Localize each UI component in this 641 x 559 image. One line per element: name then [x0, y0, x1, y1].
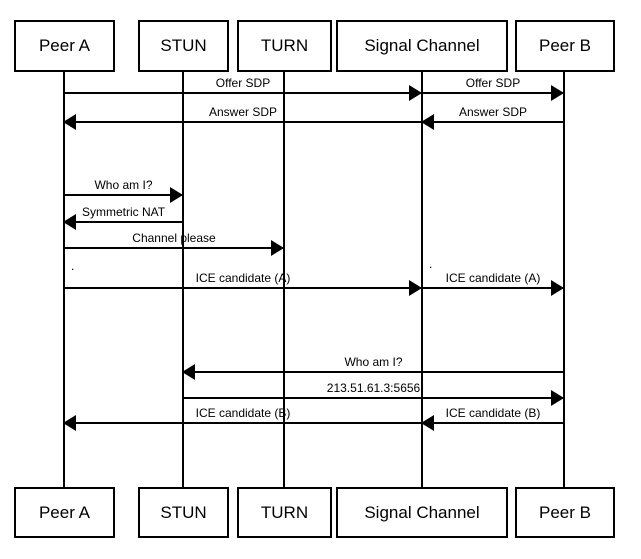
arrowhead-right-icon: [551, 85, 564, 101]
arrowhead-left-icon: [421, 114, 434, 130]
actor-box-top-stun: STUN: [138, 20, 229, 72]
actor-box-top-turn: TURN: [237, 20, 332, 72]
actor-box-top-peer-b: Peer B: [515, 20, 615, 72]
lifeline-signal-channel: [421, 72, 423, 487]
message-label: Offer SDP: [465, 76, 521, 90]
ellipsis-dot: .: [71, 259, 75, 273]
message-label: ICE candidate (A): [195, 271, 291, 285]
arrowhead-right-icon: [409, 85, 422, 101]
message-label: ICE candidate (B): [445, 406, 541, 420]
message-label: Symmetric NAT: [81, 205, 166, 219]
message-label: Offer SDP: [215, 76, 271, 90]
message-line-signal-channel-to-peer-b: [422, 92, 564, 94]
arrowhead-right-icon: [551, 390, 564, 406]
lifeline-peer-a: [63, 72, 65, 487]
message-label: Answer SDP: [458, 105, 528, 119]
message-label: Who am I?: [94, 178, 153, 192]
message-line-peer-b-to-signal-channel: [422, 422, 564, 424]
actor-box-top-peer-a: Peer A: [14, 20, 115, 72]
message-label: Answer SDP: [208, 105, 278, 119]
message-line-signal-channel-to-peer-a: [64, 121, 422, 123]
message-line-peer-b-to-stun: [183, 371, 564, 373]
ellipsis-dot: .: [429, 257, 433, 271]
arrowhead-left-icon: [182, 364, 195, 380]
message-line-peer-a-to-turn: [64, 247, 284, 249]
arrowhead-left-icon: [63, 415, 76, 431]
arrowhead-left-icon: [63, 114, 76, 130]
message-label: Channel please: [132, 231, 216, 245]
message-line-stun-to-peer-a: [64, 221, 183, 223]
message-label: Who am I?: [344, 355, 403, 369]
arrowhead-right-icon: [409, 280, 422, 296]
message-label: 213.51.61.3:5656: [326, 381, 421, 395]
message-line-stun-to-peer-b: [183, 397, 564, 399]
actor-box-bottom-turn: TURN: [237, 487, 332, 538]
lifeline-turn: [283, 72, 285, 487]
message-line-peer-a-to-signal-channel: [64, 287, 422, 289]
actor-box-top-signal-channel: Signal Channel: [336, 20, 508, 72]
message-line-peer-a-to-signal-channel: [64, 92, 422, 94]
arrowhead-left-icon: [421, 415, 434, 431]
actor-box-bottom-peer-a: Peer A: [14, 487, 115, 538]
message-line-signal-channel-to-peer-a: [64, 422, 422, 424]
arrowhead-right-icon: [551, 280, 564, 296]
message-label: ICE candidate (A): [445, 271, 541, 285]
arrowhead-right-icon: [271, 240, 284, 256]
actor-box-bottom-stun: STUN: [138, 487, 229, 538]
message-line-peer-a-to-stun: [64, 194, 183, 196]
message-label: ICE candidate (B): [195, 406, 291, 420]
actor-box-bottom-signal-channel: Signal Channel: [336, 487, 508, 538]
message-line-peer-b-to-signal-channel: [422, 121, 564, 123]
lifeline-peer-b: [563, 72, 565, 487]
lifeline-stun: [182, 72, 184, 487]
arrowhead-right-icon: [170, 187, 183, 203]
message-line-signal-channel-to-peer-b: [422, 287, 564, 289]
actor-box-bottom-peer-b: Peer B: [515, 487, 615, 538]
arrowhead-left-icon: [63, 214, 76, 230]
